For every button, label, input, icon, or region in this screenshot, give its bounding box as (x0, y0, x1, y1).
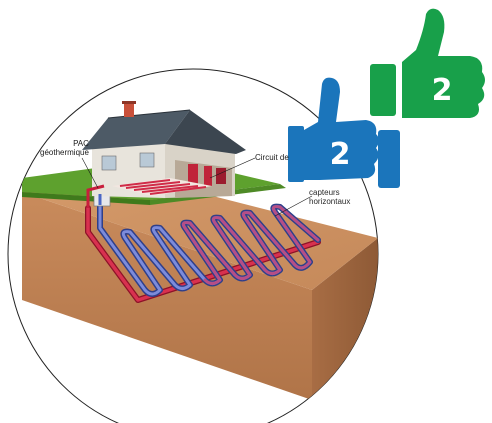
blue-thumbs-up-icon: 2 (288, 77, 400, 188)
house-window (101, 155, 117, 171)
label-pac-line2: géothermique (40, 148, 89, 157)
green-thumb-number: 2 (432, 73, 453, 108)
label-capteurs-line1: capteurs (309, 188, 340, 197)
label-capteurs: capteurs horizontaux (309, 188, 350, 206)
blue-thumb-number: 2 (330, 137, 351, 172)
leader-lines (81, 157, 313, 217)
collector-loops (85, 202, 321, 303)
label-pac: PAC géothermique (40, 139, 89, 157)
green-thumbs-up-icon: 2 (370, 8, 485, 119)
chimney (124, 103, 134, 117)
house-window (139, 152, 155, 168)
label-circuit: Circuit de (255, 153, 289, 162)
label-pac-line1: PAC (73, 139, 89, 148)
label-capteurs-line2: horizontaux (309, 197, 351, 206)
house (82, 101, 246, 208)
door (188, 164, 198, 188)
house-roof (82, 110, 190, 150)
